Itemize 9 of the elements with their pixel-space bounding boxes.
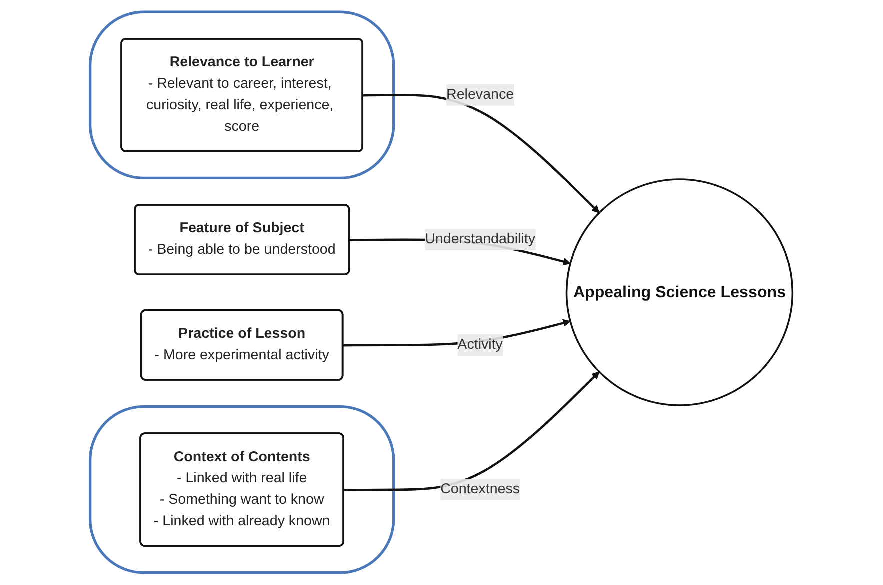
node-circle: Appealing Science Lessons [566,178,794,406]
edge-label: Contextness [440,482,520,497]
edge-label: Relevance [446,87,514,102]
edge-label: Understandability [425,232,536,247]
arrow [363,94,600,214]
edge-label: Activity [458,337,503,352]
arrow [344,372,600,492]
cluster [88,405,396,574]
cluster [88,10,396,180]
